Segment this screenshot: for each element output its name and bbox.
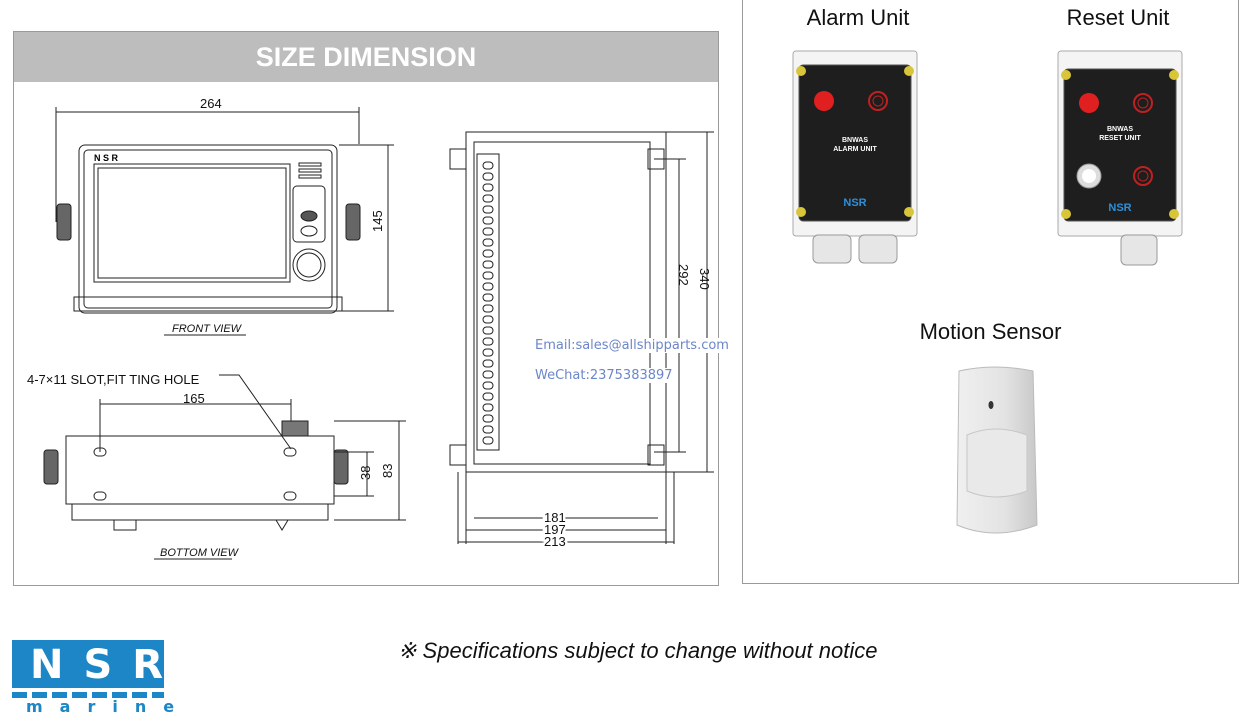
side-view-drawing (449, 131, 714, 544)
terminal-hole (482, 216, 494, 225)
reset-unit-label-2: RESET UNIT (1099, 135, 1141, 142)
alarm-unit-image: BNWAS ALARM UNIT NSR (792, 50, 918, 264)
terminal-hole (482, 392, 494, 401)
bottom-view-drawing (43, 374, 406, 531)
front-view-drawing (55, 107, 394, 314)
watermark-wechat: WeChat:2375383897 (535, 368, 673, 383)
terminal-hole (482, 337, 494, 346)
terminal-hole (482, 436, 494, 445)
bottom-view-caption: BOTTOM VIEW (160, 547, 240, 559)
terminal-hole (482, 414, 494, 423)
terminal-hole (482, 359, 494, 368)
terminal-hole (482, 271, 494, 280)
reset-unit-title: Reset Unit (1066, 5, 1170, 30)
logo-stripe (12, 692, 164, 698)
slot-note: 4-7×11 SLOT,FIT TING HOLE (27, 372, 200, 387)
terminal-hole (482, 183, 494, 192)
dim-38: 38 (358, 466, 373, 480)
dim-83: 83 (380, 464, 395, 478)
front-view-brand: N S R (94, 153, 119, 163)
dim-197: 197 (544, 522, 566, 537)
terminal-hole (482, 315, 494, 324)
logo-text-nsr: NSR (12, 640, 164, 688)
terminal-hole (482, 348, 494, 357)
terminal-hole (482, 238, 494, 247)
terminal-hole (482, 304, 494, 313)
reset-unit-brand: NSR (1108, 202, 1131, 214)
reset-unit-label-1: BNWAS (1107, 126, 1133, 133)
terminal-hole (482, 205, 494, 214)
components-panel: Alarm Unit Reset Unit BNWAS ALARM UNIT N… (742, 0, 1239, 584)
dim-181: 181 (544, 510, 566, 525)
terminal-hole (482, 293, 494, 302)
terminal-hole (482, 403, 494, 412)
terminal-hole (482, 260, 494, 269)
size-dimension-banner: SIZE DIMENSION (14, 32, 718, 82)
terminal-hole (482, 194, 494, 203)
alarm-unit-label-2: ALARM UNIT (833, 146, 877, 153)
dim-292: 292 (676, 264, 691, 286)
motion-sensor-title: Motion Sensor (919, 319, 1062, 344)
terminal-hole (482, 172, 494, 181)
watermark-email: Email:sales@allshipparts.com (535, 338, 729, 353)
dimension-drawing: 264 145 N S R FRONT VIEW (27, 96, 714, 560)
alarm-unit-label-1: BNWAS (842, 137, 868, 144)
terminal-hole (482, 249, 494, 258)
size-dimension-panel: SIZE DIMENSION (13, 31, 729, 586)
motion-sensor-image (956, 366, 1038, 534)
terminal-hole (482, 425, 494, 434)
terminal-hole (482, 370, 494, 379)
dim-340: 340 (697, 268, 712, 290)
terminal-hole (482, 326, 494, 335)
terminal-hole (482, 381, 494, 390)
terminal-hole (482, 282, 494, 291)
terminal-hole (482, 161, 494, 170)
reset-unit-image: BNWAS RESET UNIT NSR (1057, 50, 1183, 266)
dim-213: 213 (544, 534, 566, 549)
front-view-caption: FRONT VIEW (172, 323, 243, 335)
alarm-unit-brand: NSR (843, 197, 866, 209)
dim-165: 165 (183, 391, 205, 406)
dim-145: 145 (370, 210, 385, 232)
logo-text-marine: marine (26, 697, 192, 716)
terminal-holes (482, 161, 494, 445)
nsr-marine-logo: NSR marine (12, 640, 192, 717)
specifications-note: ※ Specifications subject to change witho… (398, 638, 878, 663)
dim-264: 264 (200, 96, 222, 111)
alarm-unit-title: Alarm Unit (806, 5, 910, 30)
terminal-hole (482, 227, 494, 236)
